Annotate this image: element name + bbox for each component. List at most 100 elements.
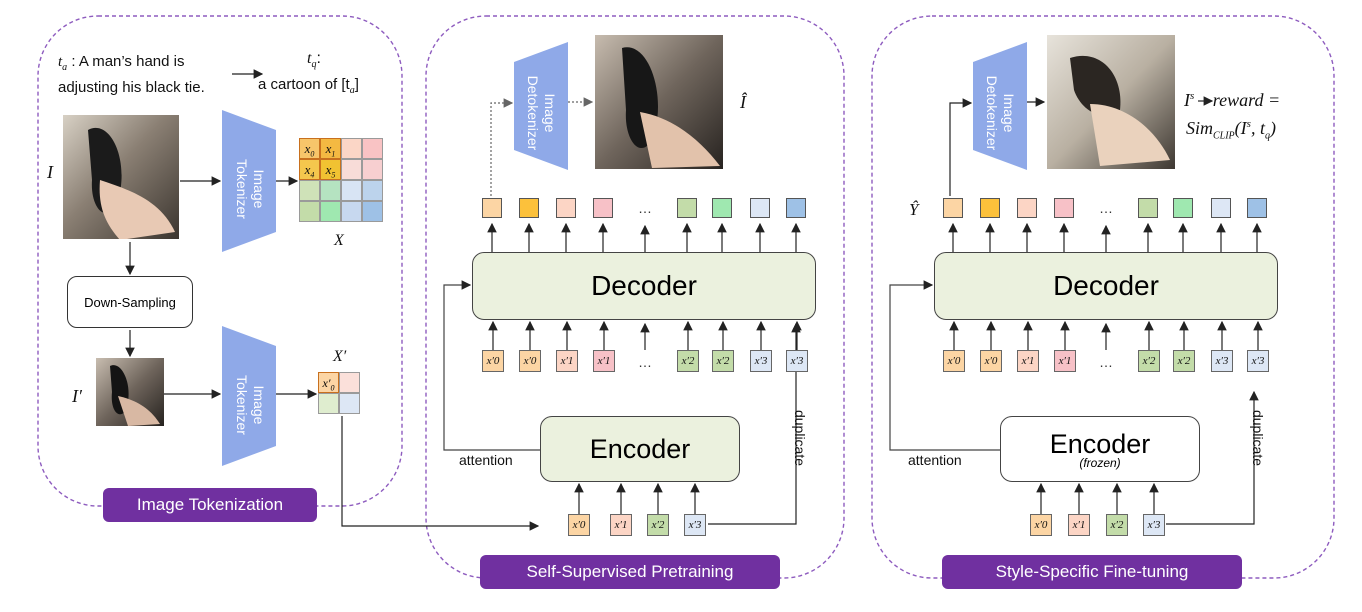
finetuning-duplicate-label: duplicate: [1250, 409, 1267, 467]
tokenizer-label-1: Image Tokenizer: [234, 159, 267, 219]
finetuning-encoder-input-token: x′1: [1068, 514, 1090, 536]
reward-arg1-sup: s: [1246, 118, 1251, 130]
pretraining-decoder-input-token: x′3: [750, 350, 772, 372]
pretraining-output-ellipsis: …: [638, 200, 652, 216]
prompt-colon: :: [316, 50, 321, 67]
finetuning-input-ellipsis: …: [1099, 354, 1113, 370]
finetuning-decoder: Decoder: [934, 252, 1278, 320]
downsampled-photo: [96, 358, 164, 426]
pretraining-output-token: [556, 198, 576, 218]
finetuning-encoder-input-token: x′3: [1143, 514, 1165, 536]
pretraining-output-token: [712, 198, 732, 218]
small-grid-cell: [318, 393, 339, 414]
grid-prime-label: X′: [333, 348, 347, 365]
y-hat-label: Ŷ: [909, 200, 919, 219]
finetuning-attention-label: attention: [908, 452, 962, 468]
finetuning-decoder-input-token: x′2: [1173, 350, 1195, 372]
pretraining-output-token: [750, 198, 770, 218]
grid-cell: [341, 159, 362, 180]
finetuning-decoder-input-token: x′1: [1054, 350, 1076, 372]
pretraining-encoder-input-token: x′3: [684, 514, 706, 536]
finetuning-output-token: [980, 198, 1000, 218]
detokenizer-trapezoid-ft: [973, 42, 1027, 170]
pretraining-output-token: [677, 198, 697, 218]
frozen-note: (frozen): [1079, 455, 1121, 470]
prompt-label: tq:: [307, 50, 321, 70]
grid-token-label: x0: [299, 138, 320, 159]
pretraining-output-token: [482, 198, 502, 218]
arrow-token-to-detokenizer-pre: [490, 98, 514, 196]
image-label: I: [47, 162, 53, 182]
reward-arg2: , t: [1250, 118, 1265, 138]
pretraining-encoder-input-token: x′2: [647, 514, 669, 536]
token-arrows: [487, 222, 1263, 514]
pretraining-encoder-input-token: x′1: [610, 514, 632, 536]
grid-cell: [320, 201, 341, 222]
grid-cell: [341, 201, 362, 222]
reward-sim: Sim: [1186, 118, 1213, 138]
reward-close: ): [1269, 118, 1276, 138]
reward-is: I: [1184, 90, 1190, 110]
caption-text: ta : A man’s hand is adjusting his black…: [58, 52, 205, 98]
finetuning-output-token: [943, 198, 963, 218]
small-grid-token-label: x′0: [318, 372, 339, 393]
finetuning-encoder-input-token: x′2: [1106, 514, 1128, 536]
arrow-attention-pre: [443, 280, 540, 451]
pretraining-decoder-input-token: x′1: [556, 350, 578, 372]
caption-line1: : A man’s hand is: [71, 53, 185, 70]
pretraining-decoder: Decoder: [472, 252, 816, 320]
input-photo: [61, 113, 181, 241]
finetuning-output-token: [1054, 198, 1074, 218]
finetuning-decoder-input-token: x′0: [943, 350, 965, 372]
tokenizer-trapezoid-2: [222, 326, 276, 466]
finetuning-decoder-input-token: x′1: [1017, 350, 1039, 372]
grid-cell: [362, 159, 383, 180]
arrow-small-grid-to-encoder: [341, 416, 540, 531]
tokenization-badge: Image Tokenization: [103, 488, 317, 522]
prompt-var: t: [307, 50, 312, 67]
reconstructed-photo: [593, 33, 725, 171]
pretraining-decoder-input-token: x′3: [786, 350, 808, 372]
pretraining-panel: [425, 15, 845, 579]
arrow-attention-ft: [889, 280, 1000, 451]
pretraining-encoder-label: Encoder: [589, 433, 691, 464]
reward-text: reward =: [1212, 90, 1281, 110]
grid-label: X: [334, 232, 344, 249]
pretraining-output-token: [786, 198, 806, 218]
finetuning-encoder-input-token: x′0: [1030, 514, 1052, 536]
image-prime-label: I′: [72, 386, 82, 406]
pretraining-output-token: [593, 198, 613, 218]
detokenizer-trapezoid-pre: [514, 42, 568, 170]
small-grid-cell: [339, 372, 360, 393]
finetuning-output-token: [1138, 198, 1158, 218]
small-token-grid: x′0: [318, 372, 360, 414]
pretraining-output-token: [519, 198, 539, 218]
grid-cell: [362, 138, 383, 159]
grid-cell: [362, 201, 383, 222]
pretraining-badge: Self-Supervised Pretraining: [480, 555, 780, 589]
finetuning-decoder-input-token: x′0: [980, 350, 1002, 372]
prompt-text: a cartoon of [ta]: [258, 76, 359, 96]
tokenizer-label-2: Image Tokenizer: [234, 375, 267, 435]
detokenizer-label-ft: Image Detokenizer: [984, 75, 1017, 151]
arrow-duplicate-pre: [708, 322, 801, 525]
pretraining-decoder-input-token: x′0: [519, 350, 541, 372]
downsampling-label: Down-Sampling: [84, 294, 176, 310]
tokenizer-trapezoid-1: [222, 110, 276, 252]
reward-line2: SimCLIP(Is, tq): [1186, 118, 1276, 142]
reward-is-sup: s: [1190, 90, 1195, 102]
caption-prefix-sub: a: [62, 62, 68, 73]
arrow-token-to-detokenizer-ft: [949, 98, 973, 196]
reward-arg2-sub: q: [1264, 130, 1270, 142]
reward-arg1: (I: [1234, 118, 1247, 138]
detokenizer-label-pre: Image Detokenizer: [525, 75, 558, 151]
reward-clip: CLIP: [1213, 130, 1235, 142]
pretraining-decoder-label: Decoder: [591, 270, 697, 301]
grid-cell: [341, 138, 362, 159]
grid-cell: [299, 180, 320, 201]
pretraining-decoder-input-token: x′1: [593, 350, 615, 372]
pretraining-duplicate-label: duplicate: [792, 409, 809, 467]
caption-line2: adjusting his black tie.: [58, 79, 205, 96]
prompt-text-main: a cartoon of [t: [258, 76, 350, 93]
